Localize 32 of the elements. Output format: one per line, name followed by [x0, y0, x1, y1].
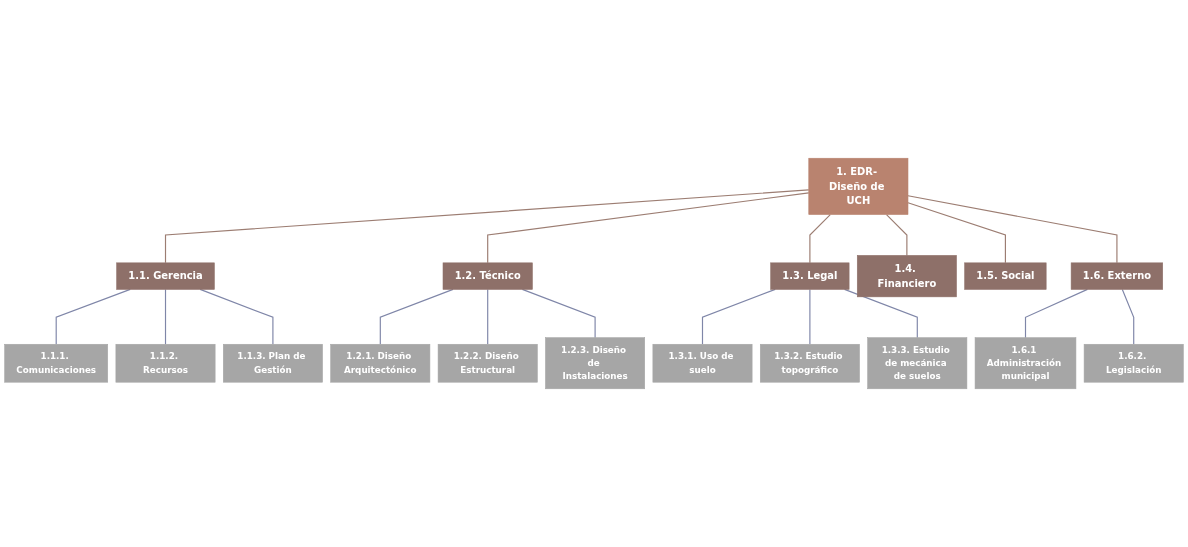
connector	[809, 213, 831, 264]
node-box: 1. EDR- Diseño de UCH	[808, 157, 909, 215]
node-box: 1.2. Técnico	[442, 262, 533, 290]
node-box: 1.2.1. Diseño Arquitectónico	[330, 343, 431, 383]
node-box: 1.1.2. Recursos	[115, 343, 216, 383]
connector	[164, 189, 810, 264]
node-box: 1.2.3. Diseño de Instalaciones	[545, 337, 645, 390]
node-box: 1.3.3. Estudio de mecánica de suelos	[867, 337, 968, 390]
connector	[885, 213, 908, 256]
node-box: 1.3.2. Estudio topográfico	[760, 343, 860, 383]
node-box: 1.5. Social	[964, 262, 1047, 290]
connector	[55, 288, 131, 345]
node-box: 1.3. Legal	[770, 262, 850, 290]
node-box: 1.1.1. Comunicaciones	[4, 343, 109, 383]
connector	[701, 288, 776, 345]
connector	[907, 195, 1118, 264]
node-box: 1.1. Gerencia	[116, 262, 215, 290]
node-box: 1.3.1. Uso de suelo	[652, 343, 753, 383]
node-box: 1.6. Externo	[1070, 262, 1163, 290]
node-box: 1.4. Financiero	[857, 255, 957, 298]
connector	[1121, 288, 1135, 345]
node-box: 1.2.2. Diseño Estructural	[437, 343, 538, 383]
connector	[487, 288, 489, 345]
connector	[487, 192, 810, 264]
connector	[907, 202, 1006, 264]
node-box: 1.6.1 Administración municipal	[974, 337, 1077, 390]
node-box: 1.6.2. Legislación	[1083, 343, 1184, 383]
connector	[1024, 288, 1088, 339]
connector	[809, 288, 811, 345]
connector	[164, 288, 167, 345]
node-box: 1.1.3. Plan de Gestión	[223, 343, 323, 383]
connector	[379, 288, 454, 345]
